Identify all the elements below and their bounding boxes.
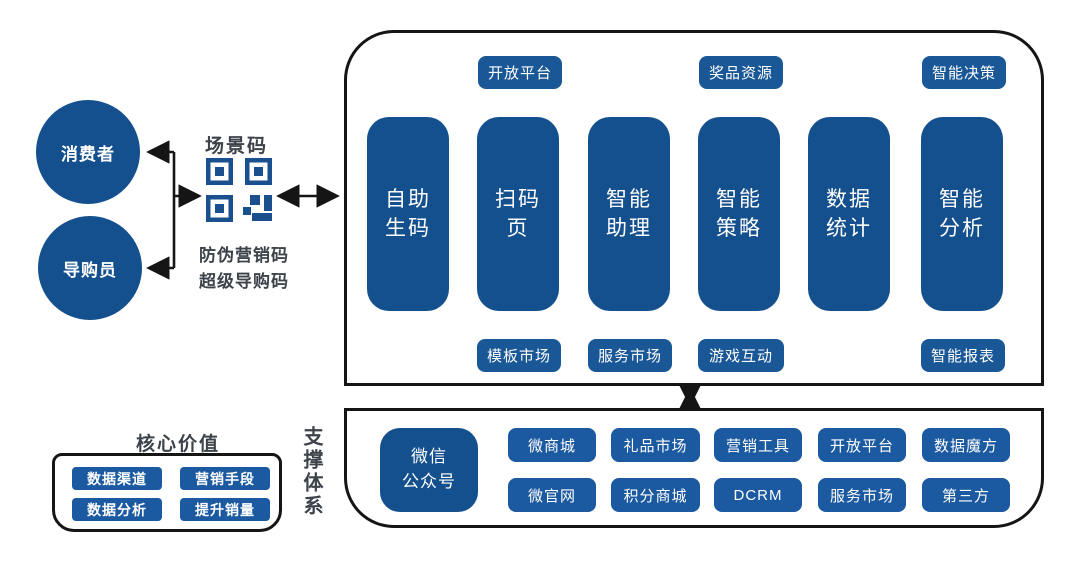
super-guide-code-label: 超级导购码 (199, 272, 289, 292)
qr-code-icon (206, 158, 272, 222)
wechat-official-account-box: 微信 公众号 (380, 428, 478, 512)
support-button-service-market: 服务市场 (818, 478, 906, 512)
module-self-code-generation: 自助 生码 (367, 117, 449, 311)
shopping-guide-label: 导购员 (63, 260, 117, 280)
support-button-micro-mall: 微商城 (508, 428, 596, 462)
tag-prize-resources: 奖品资源 (699, 56, 783, 89)
tag-game-interaction: 游戏互动 (698, 339, 784, 372)
core-value-data-analysis: 数据分析 (72, 498, 162, 521)
module-data-statistics: 数据 统计 (808, 117, 890, 311)
shopping-guide-circle: 导购员 (38, 216, 142, 320)
wechat-label-line: 微信 (411, 447, 447, 467)
tag-template-market: 模板市场 (477, 339, 561, 372)
module-label-line: 统计 (826, 217, 872, 240)
scene-code-title: 场景码 (205, 136, 269, 157)
support-button-dcrm: DCRM (714, 478, 802, 512)
tag-smart-report: 智能报表 (921, 339, 1005, 372)
anti-fake-code-label: 防伪营销码 (199, 246, 289, 265)
module-label-line: 智能 (939, 187, 985, 211)
module-label-line: 页 (506, 217, 530, 240)
module-label-line: 助理 (606, 217, 652, 240)
tag-service-market: 服务市场 (588, 339, 672, 372)
core-value-box: 数据渠道 营销手段 数据分析 提升销量 (52, 453, 282, 532)
consumer-label: 消费者 (61, 144, 115, 164)
module-label-line: 生码 (385, 217, 431, 240)
scene-code-subtitle: 防伪营销码 超级导购码 (199, 243, 289, 296)
support-button-gift-market: 礼品市场 (611, 428, 700, 462)
module-smart-assistant: 智能 助理 (588, 117, 670, 311)
tag-open-platform: 开放平台 (478, 56, 562, 89)
module-scan-page: 扫码 页 (477, 117, 559, 311)
support-button-third-party: 第三方 (922, 478, 1010, 512)
core-value-marketing-method: 营销手段 (180, 467, 270, 490)
core-value-title: 核心价值 (136, 434, 221, 455)
wechat-label-line: 公众号 (402, 472, 456, 491)
support-system-label: 支撑体系 (300, 426, 322, 518)
consumer-circle: 消费者 (36, 100, 140, 204)
tag-smart-decision: 智能决策 (922, 56, 1006, 89)
module-smart-strategy: 智能 策略 (698, 117, 780, 311)
module-label-line: 自助 (385, 187, 431, 211)
core-value-data-channel: 数据渠道 (72, 467, 162, 490)
support-button-data-cube: 数据魔方 (922, 428, 1010, 462)
core-value-sales-boost: 提升销量 (180, 498, 270, 521)
module-label-line: 数据 (826, 187, 872, 211)
support-button-marketing-tools: 营销工具 (714, 428, 802, 462)
module-label-line: 扫码 (495, 187, 541, 211)
module-label-line: 智能 (716, 187, 762, 211)
module-smart-analysis: 智能 分析 (921, 117, 1003, 311)
module-label-line: 智能 (606, 187, 652, 211)
support-button-points-mall: 积分商城 (611, 478, 700, 512)
module-label-line: 分析 (939, 217, 985, 240)
support-button-micro-site: 微官网 (508, 478, 596, 512)
support-button-open-platform: 开放平台 (818, 428, 906, 462)
module-label-line: 策略 (716, 217, 762, 240)
